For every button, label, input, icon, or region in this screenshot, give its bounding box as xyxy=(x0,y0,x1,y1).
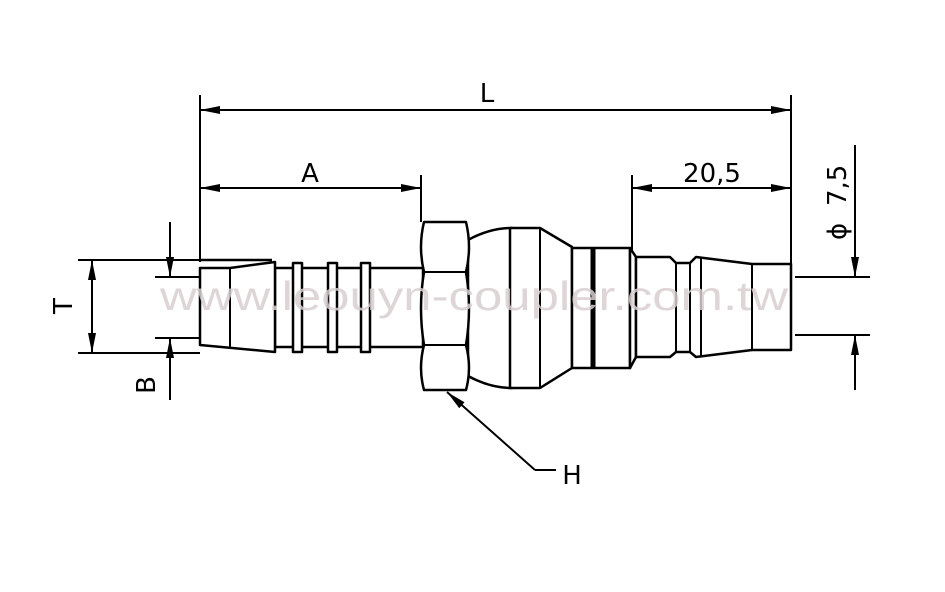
label-L: L xyxy=(480,79,495,109)
barb-ring-1 xyxy=(291,261,304,354)
hose-tail xyxy=(198,258,277,354)
label-A: A xyxy=(301,159,319,189)
leader-H xyxy=(446,391,536,471)
hex-nut xyxy=(419,220,471,392)
label-diameter: 7,5 xyxy=(823,165,853,206)
label-diameter-symbol: ϕ xyxy=(823,223,853,240)
barb-ring-2 xyxy=(326,261,339,354)
body-sleeve xyxy=(570,246,632,370)
label-20-5: 20,5 xyxy=(683,159,741,189)
watermark: www.leouyn-coupler.com.tw xyxy=(159,273,789,319)
barb-ring-3 xyxy=(359,261,372,354)
label-H: H xyxy=(562,461,582,491)
label-T: T xyxy=(49,298,79,315)
dimension-lines xyxy=(78,95,870,471)
label-B: B xyxy=(132,376,162,394)
coupler-part xyxy=(198,220,793,392)
